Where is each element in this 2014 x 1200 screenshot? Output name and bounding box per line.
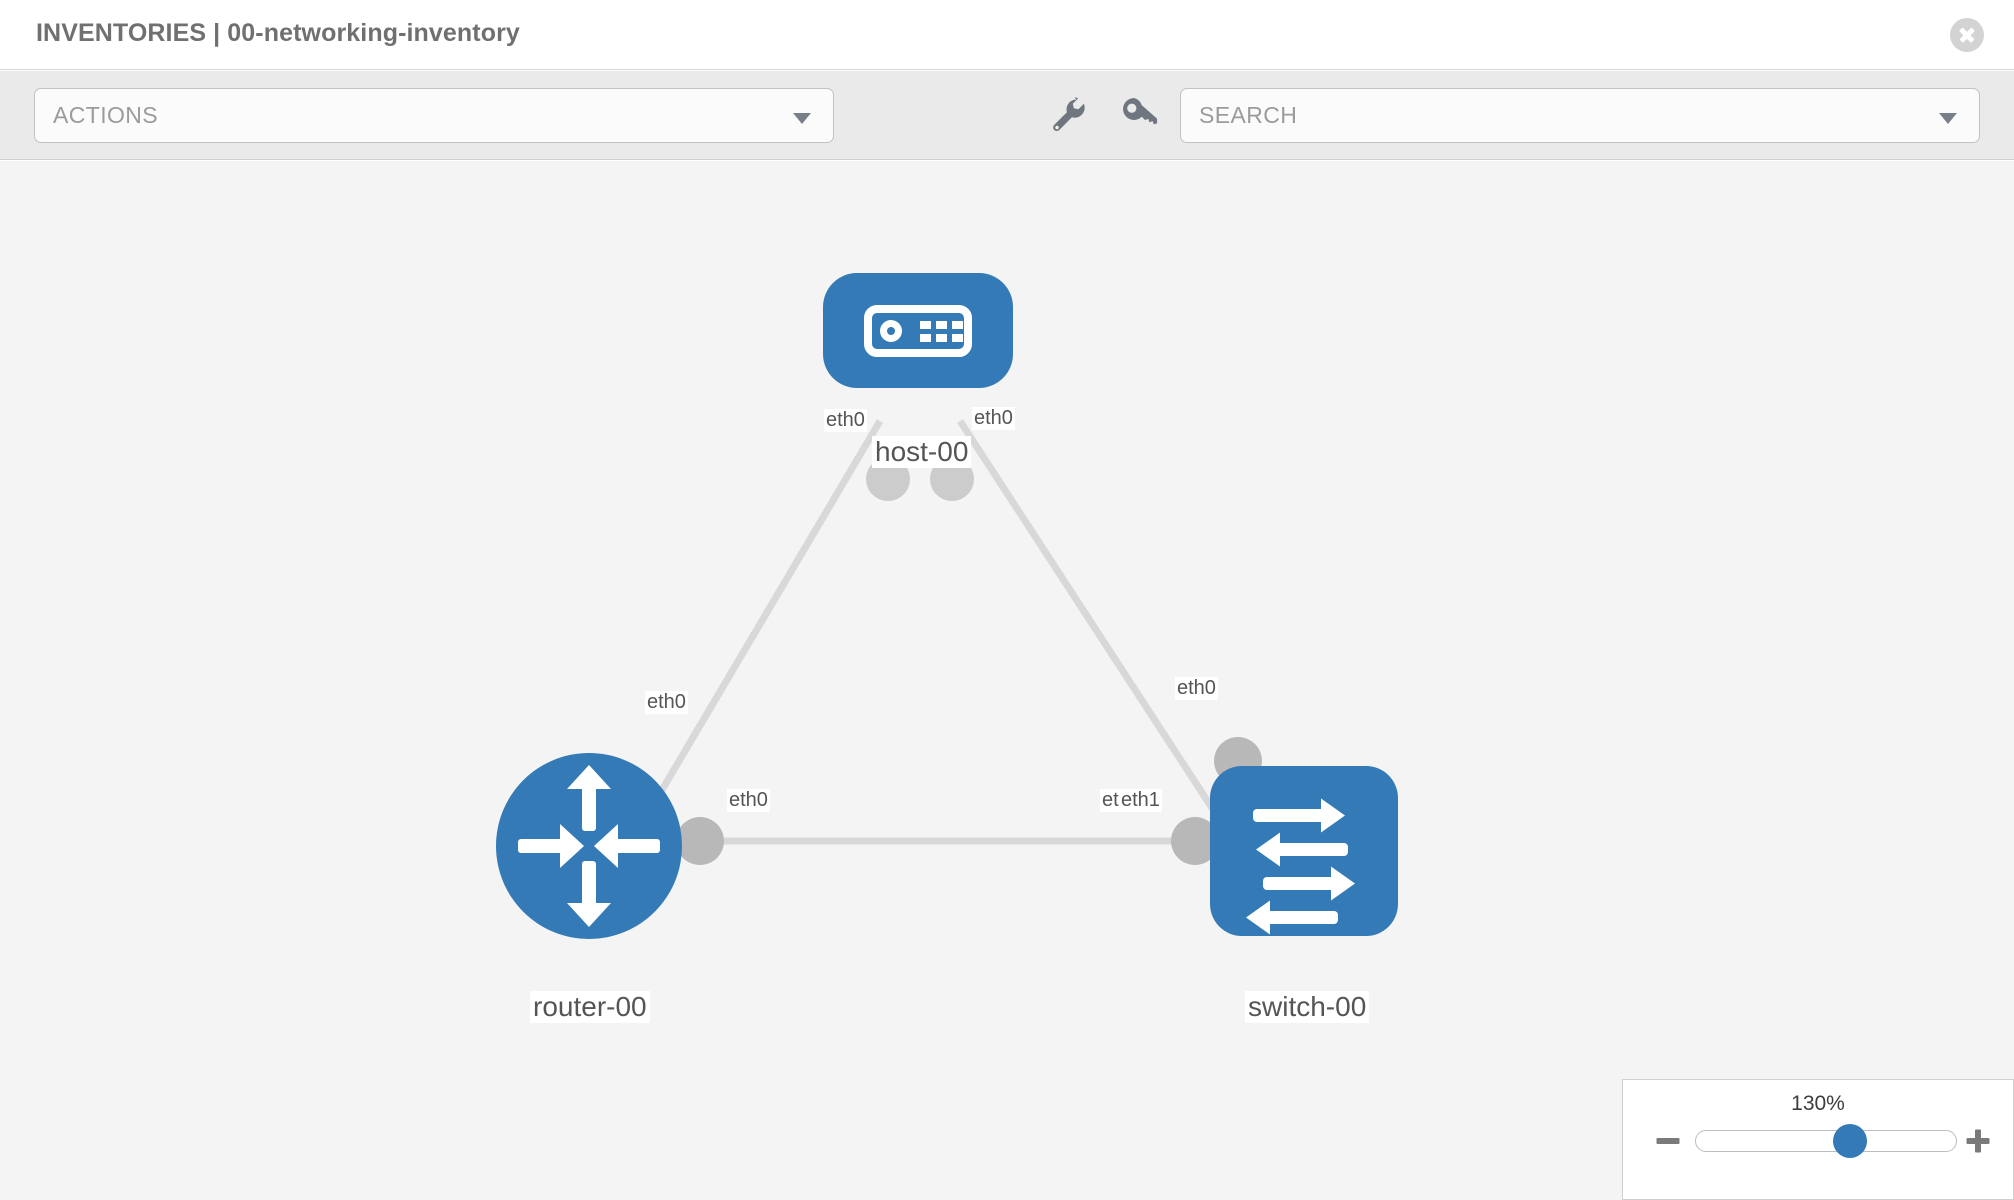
switch-arrows-icon: [1246, 798, 1355, 935]
edge-label-router00-switch00: eth0: [727, 789, 770, 812]
zoom-slider-thumb[interactable]: [1832, 1124, 1867, 1158]
connector-dot[interactable]: [866, 457, 910, 501]
search-placeholder: SEARCH: [1199, 102, 1298, 128]
zoom-slider-track[interactable]: [1695, 1124, 1957, 1158]
key-icon[interactable]: [1117, 93, 1161, 137]
node-label-router-00: router-00: [530, 991, 650, 1023]
edge-label-router00-host00: eth0: [645, 691, 688, 714]
node-host-00[interactable]: [823, 273, 1013, 388]
edge-label-switch00-host00: eth0: [1175, 677, 1218, 700]
zoom-level-value: 130%: [1791, 1092, 1845, 1115]
topology-graph: [496, 273, 1398, 939]
topology-edges: [616, 419, 1243, 863]
edge-label-switch00-eth1: eth1: [1119, 789, 1162, 812]
edge-label-host00-router00: eth0: [824, 409, 867, 432]
search-input[interactable]: SEARCH: [1180, 88, 1980, 143]
edge-host00-router00[interactable]: [616, 419, 884, 863]
node-host-00-shape[interactable]: [823, 273, 1013, 388]
zoom-control-panel: 130%: [1622, 1079, 2014, 1200]
edge-label-host00-switch00: eth0: [972, 407, 1015, 430]
server-icon: [864, 305, 972, 357]
zoom-in-button[interactable]: [1961, 1124, 1995, 1158]
node-label-switch-00: switch-00: [1245, 991, 1370, 1023]
connector-dot[interactable]: [676, 817, 724, 865]
toolbar: ACTIONS SEARCH: [0, 71, 2014, 160]
actions-dropdown-label: ACTIONS: [53, 102, 159, 128]
actions-dropdown[interactable]: ACTIONS: [34, 88, 834, 143]
node-router-00[interactable]: [496, 753, 682, 939]
topology-canvas[interactable]: eth0 eth0 eth0 eth0 eth0 eth0 eth1 host-…: [0, 161, 2014, 1200]
zoom-out-button[interactable]: [1651, 1124, 1685, 1158]
chevron-down-icon: [1939, 113, 1957, 124]
connector-dot[interactable]: [1171, 817, 1219, 865]
router-arrows-icon: [518, 765, 660, 927]
connector-dot[interactable]: [930, 457, 974, 501]
page-title: INVENTORIES | 00-networking-inventory: [36, 19, 520, 47]
wrench-icon[interactable]: [1046, 93, 1090, 137]
close-icon[interactable]: [1950, 18, 1984, 52]
page-header: INVENTORIES | 00-networking-inventory: [0, 0, 2014, 70]
chevron-down-icon: [793, 113, 811, 124]
node-label-host-00: host-00: [872, 436, 972, 468]
node-switch-00[interactable]: [1210, 766, 1398, 936]
topology-connectors: [676, 457, 1262, 865]
node-router-00-shape[interactable]: [496, 753, 682, 939]
edge-host00-switch00[interactable]: [957, 419, 1243, 853]
